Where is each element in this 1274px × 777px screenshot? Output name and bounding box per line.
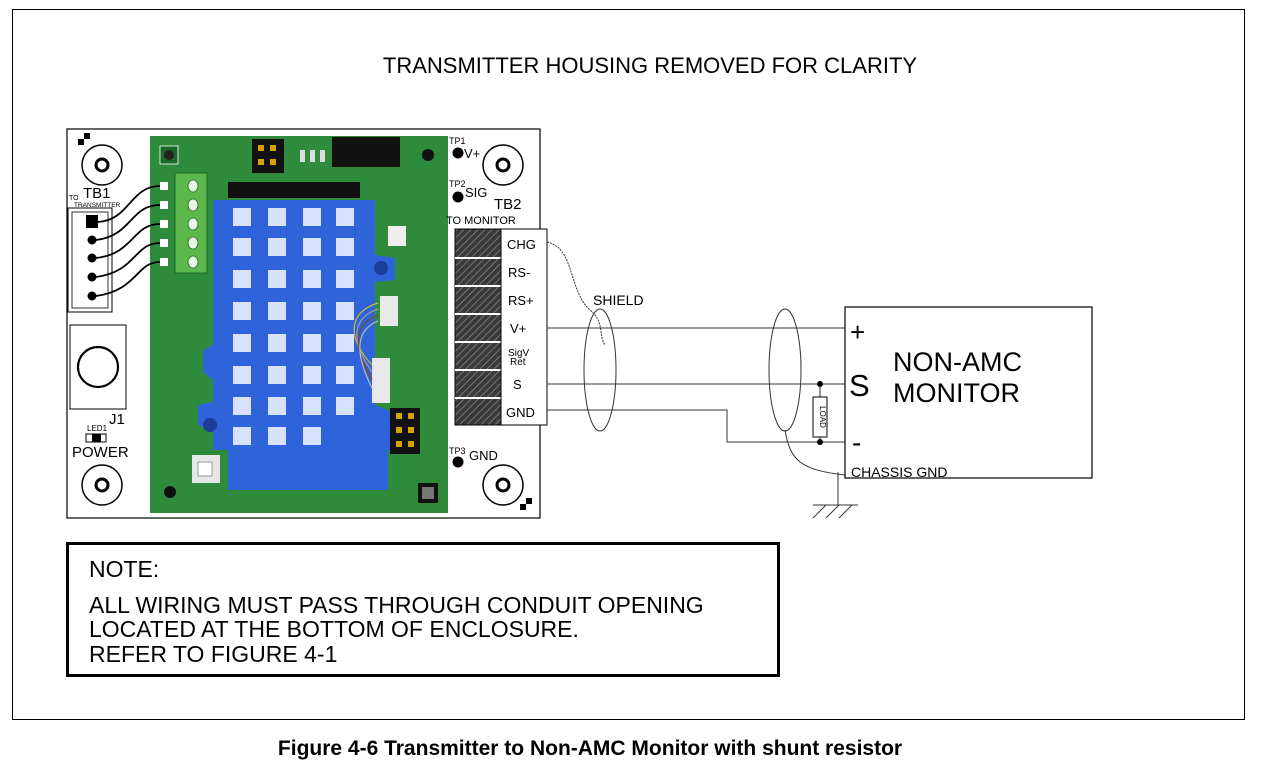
mounting-hole-icon	[482, 464, 524, 506]
monitor-s-terminal: S	[849, 368, 870, 403]
test-point-icon	[452, 456, 464, 468]
note-line: ALL WIRING MUST PASS THROUGH CONDUIT OPE…	[89, 591, 704, 618]
tb1-transmitter-label: TRANSMITTER	[74, 202, 121, 209]
keypad	[198, 200, 395, 450]
monitor-name-line1: NON-AMC	[893, 347, 1022, 377]
monitor-plus-terminal: +	[850, 317, 865, 347]
j1-label: J1	[109, 411, 125, 428]
load-resistor: LOAD	[812, 381, 828, 445]
tp2-label: TP2	[449, 179, 466, 189]
note-line: REFER TO FIGURE 4-1	[89, 640, 338, 667]
non-amc-monitor: + S - NON-AMC MONITOR CHASSIS GND	[844, 306, 1093, 480]
tp1-signal: V+	[464, 146, 480, 161]
tp3-signal: GND	[469, 448, 498, 463]
figure-caption: Figure 4-6 Transmitter to Non-AMC Monito…	[277, 737, 903, 760]
power-label: POWER	[72, 444, 129, 461]
monitor-name-line2: MONITOR	[893, 378, 1020, 408]
load-label: LOAD	[818, 406, 827, 428]
tb2-label: TB2	[494, 196, 522, 213]
tb2-terminal-rs-minus: RS-	[508, 265, 530, 280]
figure-frame	[12, 9, 1245, 720]
note-title: NOTE:	[89, 556, 160, 582]
tp1-label: TP1	[449, 136, 466, 146]
chassis-gnd-label: CHASSIS GND	[851, 464, 947, 480]
tb1-to-label: TO	[69, 195, 79, 202]
signal-wires	[546, 241, 858, 519]
tb2-terminal-ret: Ret	[510, 357, 526, 368]
tp3-label: TP3	[449, 446, 466, 456]
tb2-terminal-sigv: SigV	[508, 348, 529, 359]
note-line: LOCATED AT THE BOTTOM OF ENCLOSURE.	[89, 616, 579, 642]
monitor-minus-terminal: -	[852, 427, 861, 458]
tb2-terminal-gnd: GND	[506, 405, 535, 420]
transmitter-board: TB1 TO TRANSMITTER J1 LED1 POWER TP1 V+ …	[66, 128, 548, 519]
tb1-label: TB1	[83, 185, 111, 202]
page-title: TRANSMITTER HOUSING REMOVED FOR CLARITY	[383, 53, 917, 78]
tb2-terminal-s: S	[513, 377, 522, 392]
mounting-hole-icon	[81, 144, 123, 186]
shield-label: SHIELD	[593, 292, 644, 308]
test-point-icon	[452, 191, 464, 203]
tb2-terminal-vplus: V+	[510, 321, 526, 336]
led-label: LED1	[87, 424, 108, 433]
test-point-icon	[452, 147, 464, 159]
tb2-terminal-rs-plus: RS+	[508, 293, 534, 308]
tb2-to-monitor: TO MONITOR	[446, 215, 516, 227]
note-box: NOTE: ALL WIRING MUST PASS THROUGH CONDU…	[66, 542, 780, 677]
mounting-hole-icon	[81, 464, 123, 506]
tp2-signal: SIG	[465, 185, 487, 200]
tb2-terminal-chg: CHG	[507, 237, 536, 252]
mounting-hole-icon	[482, 144, 524, 186]
